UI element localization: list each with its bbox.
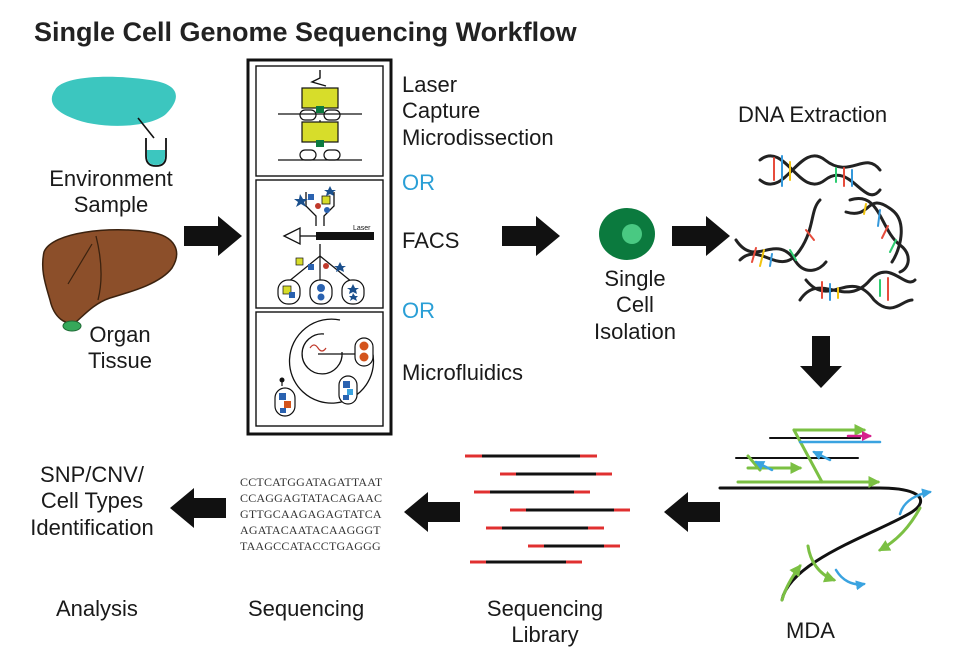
analysis-result-line-2: Cell Types — [40, 488, 144, 514]
test-tube-icon — [145, 138, 167, 167]
organ-tissue-line-2: Tissue — [88, 348, 152, 374]
sequencing-library-line-1: Sequencing — [486, 596, 604, 621]
lcm-line-1: Laser — [402, 72, 458, 97]
organ-tissue-label: Organ Tissue — [60, 322, 180, 375]
environment-sample-label: Environment Sample — [36, 166, 186, 219]
sequencing-label: Sequencing — [248, 596, 365, 621]
environment-sample-line-1: Environment — [49, 166, 173, 191]
right-arrow-icon — [672, 216, 730, 256]
right-arrow-icon — [184, 216, 242, 256]
cell-icon — [599, 208, 655, 260]
or-label-2: OR — [402, 298, 435, 323]
isolation-methods-box — [246, 58, 393, 436]
single-cell-line-2: Cell — [616, 292, 654, 318]
page-title: Single Cell Genome Sequencing Workflow — [34, 17, 577, 47]
lcm-line-2: Capture — [402, 98, 481, 124]
liver-icon — [41, 229, 178, 332]
analysis-result-line-3: Identification — [30, 514, 154, 540]
facs-label: FACS — [402, 228, 460, 253]
sequence-read: TAAGCCATACCTGAGGG — [240, 539, 381, 553]
mda-icon — [718, 424, 932, 602]
analysis-label: Analysis — [56, 596, 138, 621]
mda-label: MDA — [786, 618, 835, 643]
dna-extraction-label: DNA Extraction — [738, 102, 888, 127]
single-cell-line-3: Isolation — [594, 318, 676, 344]
left-arrow-icon — [664, 492, 720, 532]
dna-helix-icon — [734, 154, 917, 310]
sequence-read: CCTCATGGATAGATTAAT — [240, 475, 383, 489]
microfluidics-icon — [274, 318, 375, 417]
left-arrow-icon — [404, 492, 460, 532]
analysis-result-line-1: SNP/CNV/ — [40, 462, 144, 487]
environment-sample-icon — [51, 76, 176, 167]
laser-capture-microdissection-icon — [278, 70, 362, 161]
right-arrow-icon — [502, 216, 560, 256]
sequencing-library-label: Sequencing Library — [470, 596, 620, 649]
organ-tissue-line-1: Organ — [89, 322, 151, 347]
sequence-read: GTTGCAAGAGAGTATCA — [240, 507, 382, 521]
sequencing-library-line-2: Library — [511, 622, 579, 648]
environment-sample-line-2: Sample — [73, 192, 149, 218]
single-cell-isolation-label: Single Cell Isolation — [575, 266, 695, 345]
analysis-result-label: SNP/CNV/ Cell Types Identification — [16, 462, 168, 541]
facs-laser-tag: Laser — [353, 225, 371, 232]
single-cell-line-1: Single — [604, 266, 666, 291]
sequence-read: CCAGGAGTATACAGAAC — [240, 491, 383, 505]
sequence-reads: CCTCATGGATAGATTAAT CCAGGAGTATACAGAAC GTT… — [240, 474, 382, 554]
left-arrow-icon — [170, 488, 226, 528]
down-arrow-icon — [800, 336, 842, 388]
lcm-line-3: Microdissection — [402, 124, 554, 150]
sequence-read: AGATACAATACAAGGGT — [240, 523, 381, 537]
microfluidics-label: Microfluidics — [402, 360, 524, 385]
facs-icon — [277, 186, 374, 305]
sequencing-library-icon — [465, 454, 630, 564]
or-label-1: OR — [402, 170, 435, 195]
lcm-label: Laser Capture Microdissection — [402, 72, 554, 151]
